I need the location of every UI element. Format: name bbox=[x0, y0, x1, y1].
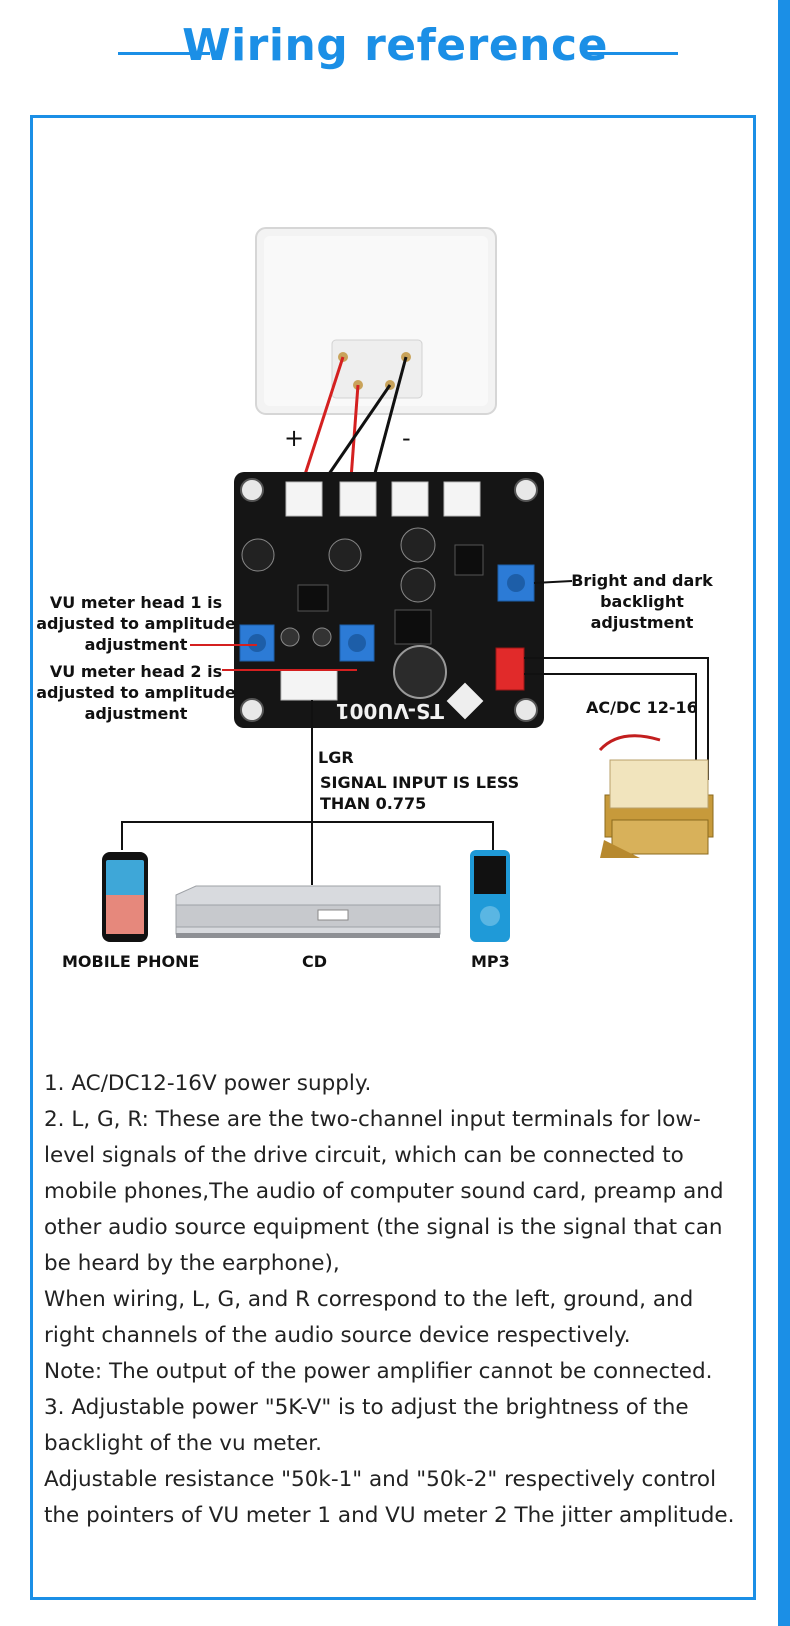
title-line-right bbox=[586, 52, 678, 55]
page-title: Wiring reference bbox=[182, 20, 608, 71]
mobile-phone bbox=[102, 852, 148, 942]
power-wire-a bbox=[524, 657, 709, 780]
signal-label: SIGNAL INPUT IS LESS THAN 0.775 bbox=[320, 773, 520, 813]
minus-symbol: - bbox=[402, 424, 411, 452]
desc-line-4: Note: The output of the power amplifier … bbox=[44, 1359, 713, 1384]
desc-line-6: Adjustable resistance "50k-1" and "50k-2… bbox=[44, 1467, 735, 1528]
plus-symbol: + bbox=[284, 424, 305, 452]
desc-line-5: 3. Adjustable power "5K-V" is to adjust … bbox=[44, 1395, 689, 1456]
driver-board bbox=[234, 472, 544, 728]
backlight-label: Bright and dark backlight adjustment bbox=[571, 571, 713, 632]
backlight-pointer bbox=[533, 580, 573, 584]
power-label: AC/DC 12-16 bbox=[586, 698, 698, 717]
wire-meter1-minus bbox=[368, 356, 408, 493]
page-edge-strip bbox=[778, 0, 790, 1626]
desc-line-3: When wiring, L, G, and R correspond to t… bbox=[44, 1287, 694, 1348]
power-wire-b bbox=[524, 673, 697, 780]
mobile-phone-label: MOBILE PHONE bbox=[62, 952, 200, 971]
desc-line-2: 2. L, G, R: These are the two-channel in… bbox=[44, 1107, 724, 1276]
mp3-label: MP3 bbox=[471, 952, 510, 971]
transformer bbox=[598, 734, 714, 858]
lgr-label: LGR bbox=[318, 748, 354, 767]
head1-label: VU meter head 1 is adjusted to amplitude… bbox=[36, 593, 236, 654]
wire-meter1-plus bbox=[298, 356, 345, 491]
source-bus-wire bbox=[121, 821, 494, 850]
description-text: 1. AC/DC12-16V power supply. 2. L, G, R:… bbox=[44, 1066, 744, 1534]
desc-line-1: 1. AC/DC12-16V power supply. bbox=[44, 1071, 372, 1096]
content-frame bbox=[30, 115, 756, 1600]
vu-meter-head bbox=[255, 227, 497, 415]
board-label: TS-VU001 bbox=[336, 699, 444, 723]
head2-label: VU meter head 2 is adjusted to amplitude… bbox=[36, 662, 236, 723]
cd-player bbox=[175, 885, 441, 938]
cd-label: CD bbox=[302, 952, 328, 971]
title-line-left bbox=[118, 52, 210, 55]
mp3-player bbox=[470, 850, 510, 942]
wiring-diagram: TS-VU001 bbox=[102, 227, 714, 942]
